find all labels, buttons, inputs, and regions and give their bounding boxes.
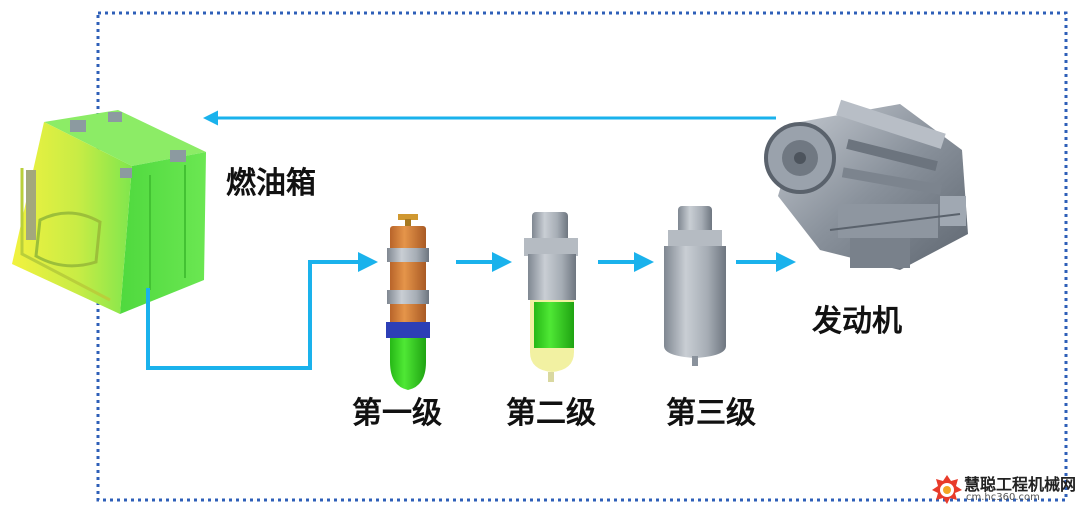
engine-icon: [764, 99, 968, 270]
tertiary-filter-icon: [664, 206, 726, 366]
dotted-border: [96, 11, 1068, 502]
stage1-label: 第一级: [352, 396, 442, 431]
fuel-tank-icon: [12, 110, 206, 314]
hc360-logo-icon: [932, 475, 962, 504]
secondary-filter-icon: [524, 212, 578, 382]
watermark-site-name: 慧聪工程机械网: [964, 475, 1077, 494]
watermark: 慧聪工程机械网 cm.hc360.com: [930, 470, 1076, 508]
stage3-label: 第三级: [666, 396, 756, 431]
watermark-url: cm.hc360.com: [966, 492, 1040, 503]
engine-label: 发动机: [812, 304, 902, 339]
flow-arrow-tank-to-stage1: [146, 252, 378, 370]
stage2-label: 第二级: [506, 396, 596, 431]
primary-filter-icon: [386, 214, 430, 390]
fuel-tank-label: 燃油箱: [226, 166, 316, 201]
